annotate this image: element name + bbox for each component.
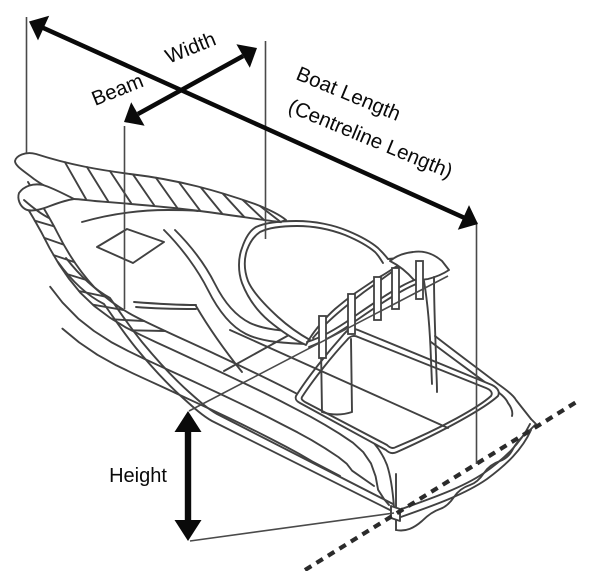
svg-text:Beam: Beam: [88, 69, 146, 110]
svg-text:Width: Width: [162, 27, 219, 68]
svg-text:Height: Height: [109, 465, 167, 487]
